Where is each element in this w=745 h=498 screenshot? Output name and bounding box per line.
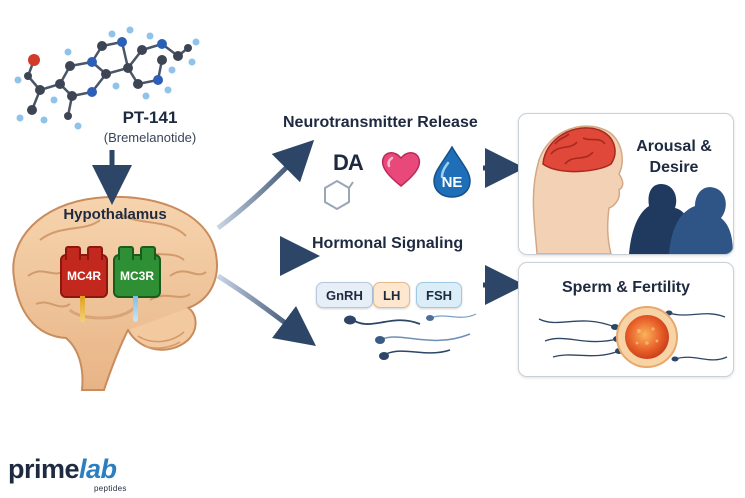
arousal-desire-panel: Arousal & Desire [518,113,734,255]
drug-name: PT-141 [122,108,178,127]
sperm-icon [344,313,477,360]
gnrh-pill: GnRH [316,282,373,308]
logo-main-text: prime [8,454,80,484]
molecule-structure-icon [14,26,200,130]
lh-pill: LH [373,282,411,308]
mc4r-signal-stem [80,296,85,322]
dopamine-label: DA [333,150,364,175]
hexagon-molecule-icon [324,179,354,211]
head-brain-icon [532,125,733,254]
arrow-to-neurotransmitter [216,139,315,230]
mc3r-signal-stem [133,296,138,322]
logo-sub-text: peptides [94,484,127,493]
mc4r-receptor: MC4R [60,246,108,298]
arousal-title-line2: Desire [649,159,699,176]
egg-sperm-icon [538,306,728,368]
heart-icon [381,152,421,187]
fsh-pill: FSH [416,282,462,308]
arousal-title-line1: Arousal & [636,138,712,155]
mc3r-receptor: MC3R [113,246,161,298]
fertility-title: Sperm & Fertility [561,279,691,296]
logo-accent-text: lab [79,454,117,484]
arrow-to-sperm [216,273,316,347]
primelab-logo: primelab peptides [8,454,158,494]
neurotransmitter-title: Neurotransmitter Release [283,114,478,131]
drug-subname: (Bremelanotide) [103,130,197,145]
hypothalamus-label: Hypothalamus [63,206,167,223]
sperm-fertility-panel: Sperm & Fertility [518,262,734,377]
hormonal-title: Hormonal Signaling [312,235,464,252]
norepinephrine-label: NE [442,174,463,191]
norepinephrine-drop-icon: NE [433,145,471,198]
